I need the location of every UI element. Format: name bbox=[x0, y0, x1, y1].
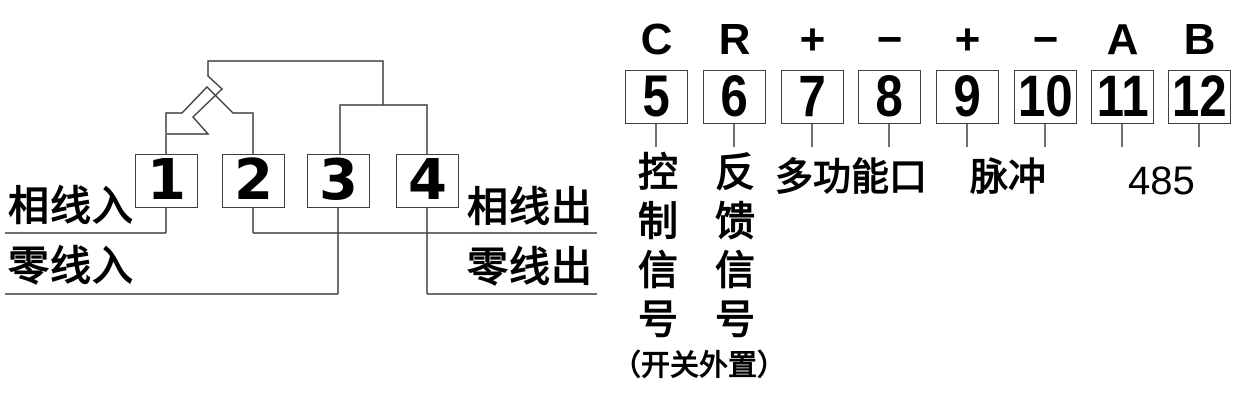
pulse-label: 脉冲 bbox=[970, 157, 1047, 199]
terminal-number: 5 bbox=[642, 64, 671, 129]
phase-in-label: 相线入 bbox=[8, 183, 134, 229]
terminal-number: 3 bbox=[319, 148, 358, 213]
switch-external-note: （开关外置） bbox=[612, 350, 787, 382]
terminal-box-9: 9 bbox=[936, 64, 999, 129]
terminal-box-7: 7 bbox=[781, 64, 844, 129]
feedback-signal-label: 反馈信号 bbox=[709, 151, 753, 347]
switch-symbol-outer bbox=[165, 85, 254, 154]
control-signal-label: 控制信号 bbox=[632, 151, 676, 347]
port-stub-wires bbox=[655, 123, 1200, 147]
marker-plus-1: + bbox=[799, 15, 826, 64]
terminal-box-5: 5 bbox=[625, 64, 688, 129]
terminal-box-8: 8 bbox=[858, 64, 921, 129]
marker-plus-2: + bbox=[954, 15, 981, 64]
terminal-number: 4 bbox=[408, 148, 447, 213]
neutral-out-label: 零线出 bbox=[467, 244, 593, 290]
terminal-box-3: 3 bbox=[307, 148, 370, 213]
multi-function-port-label: 多功能口 bbox=[775, 157, 928, 199]
terminal34-link bbox=[339, 104, 428, 154]
terminal-number: 12 bbox=[1172, 64, 1227, 129]
terminal-number: 2 bbox=[234, 148, 273, 213]
marker-minus-2: − bbox=[1032, 15, 1059, 64]
marker-c: C bbox=[640, 15, 673, 64]
switch-symbol-inner bbox=[167, 60, 384, 135]
marker-r: R bbox=[718, 15, 751, 64]
terminal-box-6: 6 bbox=[703, 64, 766, 129]
marker-minus-1: − bbox=[876, 15, 903, 64]
terminal-box-1: 1 bbox=[135, 148, 198, 213]
terminal-box-11: 11 bbox=[1091, 64, 1154, 129]
terminal-box-10: 10 bbox=[1014, 64, 1077, 129]
terminal-box-12: 12 bbox=[1168, 64, 1231, 129]
terminal-number: 11 bbox=[1096, 64, 1149, 129]
terminal-number: 1 bbox=[147, 148, 186, 213]
terminal-number: 9 bbox=[953, 64, 982, 129]
marker-a: A bbox=[1106, 15, 1139, 64]
terminal-box-2: 2 bbox=[222, 148, 285, 213]
terminal-number: 6 bbox=[720, 64, 749, 129]
terminal-box-4: 4 bbox=[396, 148, 459, 213]
terminal-number: 10 bbox=[1018, 64, 1073, 129]
terminal-number: 8 bbox=[875, 64, 904, 129]
rs485-label: 485 bbox=[1128, 159, 1195, 203]
phase-neutral-rules bbox=[5, 207, 597, 295]
marker-b: B bbox=[1183, 15, 1216, 64]
neutral-in-label: 零线入 bbox=[8, 243, 134, 289]
terminal-number: 7 bbox=[798, 64, 827, 129]
phase-out-label: 相线出 bbox=[467, 184, 593, 230]
